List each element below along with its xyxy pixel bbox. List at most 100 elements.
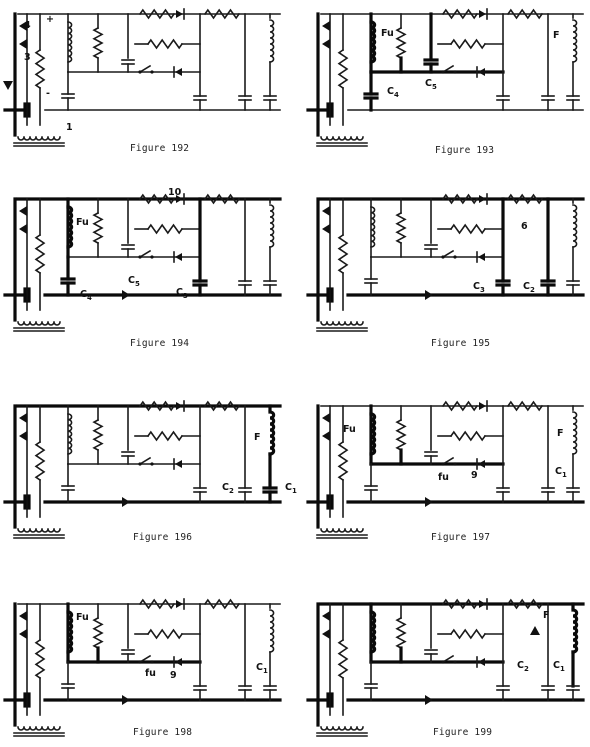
current-arrow (19, 39, 27, 49)
resistor (395, 616, 407, 650)
diode (176, 195, 183, 203)
component-label: 9 (170, 670, 177, 681)
current-arrow (322, 611, 330, 621)
switch-contact (453, 255, 457, 259)
switch-contact (138, 462, 142, 466)
caption-194: Figure 194 (130, 338, 190, 349)
caption-197: Figure 197 (431, 532, 491, 543)
inductor-coil (572, 19, 578, 63)
component-label: 6 (521, 221, 528, 232)
current-arrow (19, 224, 27, 234)
current-arrow (19, 431, 27, 441)
current-arrow (19, 611, 27, 621)
caption-193: Figure 193 (435, 145, 495, 156)
switch-contact (441, 660, 445, 664)
inductor-coil (269, 19, 275, 63)
switch-contact (150, 70, 154, 74)
current-arrow (425, 695, 433, 705)
resistor (92, 26, 104, 60)
inductor-coil (369, 20, 377, 64)
resistor (395, 26, 407, 60)
current-arrow (530, 626, 540, 635)
component-label: fu (438, 472, 449, 483)
inductor-coil (66, 205, 74, 249)
component-label: C1 (555, 466, 567, 479)
resistor (506, 598, 544, 610)
inductor-coil (369, 610, 377, 654)
diode (479, 10, 486, 18)
diode (175, 460, 182, 468)
resistor (449, 430, 487, 442)
inductor-coil (268, 410, 276, 456)
component-label: 3 (24, 52, 31, 63)
resistor (441, 400, 479, 412)
transformer-winding (320, 321, 364, 326)
component-label: C5 (128, 275, 140, 288)
component-label: C4 (387, 86, 399, 99)
current-arrow (122, 497, 130, 507)
resistor (138, 400, 176, 412)
resistor (138, 598, 176, 610)
component-label-sub: 4 (394, 91, 399, 99)
component-label-sub: 1 (263, 667, 268, 675)
switch-contact (441, 462, 445, 466)
wire (441, 456, 455, 466)
resistor (34, 638, 46, 680)
resistor (395, 418, 407, 452)
switch-contact (138, 70, 142, 74)
component-label: C5 (425, 78, 437, 91)
component-label: F (543, 610, 550, 621)
resistor (146, 223, 184, 235)
switch-contact (150, 660, 154, 664)
current-arrow (19, 21, 27, 31)
switch-contact (150, 462, 154, 466)
transformer-winding (320, 528, 364, 533)
component-label: 10 (168, 187, 182, 198)
wire (138, 249, 152, 259)
component-label-sub: 1 (292, 487, 297, 495)
current-arrow (19, 629, 27, 639)
resistor (449, 628, 487, 640)
current-arrow (425, 290, 433, 300)
current-arrow (322, 206, 330, 216)
resistor (34, 48, 46, 90)
caption-195: Figure 195 (431, 338, 491, 349)
component-label-sub: 3 (480, 286, 485, 294)
current-arrow (322, 413, 330, 423)
component-label: + (46, 14, 54, 25)
transformer-winding (17, 726, 61, 731)
resistor (506, 8, 544, 20)
caption-196: Figure 196 (133, 532, 193, 543)
current-arrow (322, 431, 330, 441)
diode (478, 658, 485, 666)
inductor-coil (369, 412, 377, 456)
inductor-coil (572, 204, 578, 248)
circuit-192: 43+-1 (3, 8, 281, 147)
diode (478, 460, 485, 468)
component-label: C2 (523, 281, 535, 294)
component-label: Fu (76, 612, 89, 623)
resistor (138, 193, 176, 205)
resistor (203, 193, 241, 205)
transformer-winding (320, 136, 364, 141)
resistor (203, 598, 241, 610)
transformer-winding (17, 528, 61, 533)
component-label: F (254, 432, 261, 443)
current-arrow (122, 290, 130, 300)
resistor (146, 38, 184, 50)
current-arrow (425, 497, 433, 507)
component-label: C3 (473, 281, 485, 294)
component-label-sub: 1 (560, 665, 565, 673)
component-label: - (46, 88, 50, 99)
inductor-coil (66, 610, 74, 654)
component-label-sub: 5 (432, 83, 437, 91)
current-arrow (322, 21, 330, 31)
component-label: C1 (285, 482, 297, 495)
component-label-sub: 4 (87, 294, 92, 302)
